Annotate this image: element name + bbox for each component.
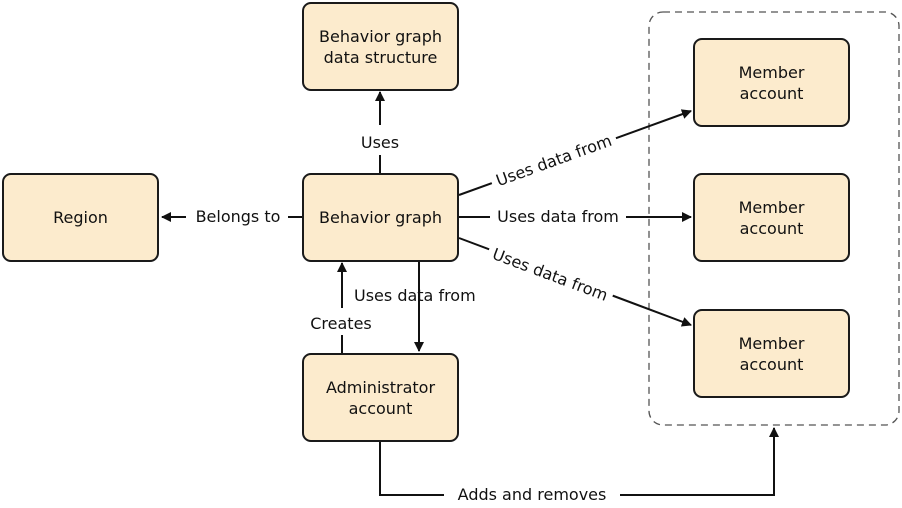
member-accounts-group (648, 11, 900, 426)
node-member-account-middle: Member account (693, 173, 850, 262)
label-uses-data-from-mid: Uses data from (497, 207, 619, 226)
label-creates: Creates (310, 314, 372, 333)
label-uses-data-from-bottom: Uses data from (490, 244, 611, 305)
node-region: Region (2, 173, 159, 262)
node-behavior-graph-data-structure: Behavior graph data structure (302, 2, 459, 91)
label-uses-data-from-top: Uses data from (493, 131, 614, 190)
node-member-account-top: Member account (693, 38, 850, 127)
label-adds-and-removes: Adds and removes (458, 485, 607, 504)
label-belongs-to: Belongs to (196, 207, 281, 226)
node-behavior-graph: Behavior graph (302, 173, 459, 262)
label-uses: Uses (361, 133, 399, 152)
node-member-account-bottom: Member account (693, 309, 850, 398)
node-administrator-account: Administrator account (302, 353, 459, 442)
label-uses-data-from-admin: Uses data from (354, 286, 476, 305)
